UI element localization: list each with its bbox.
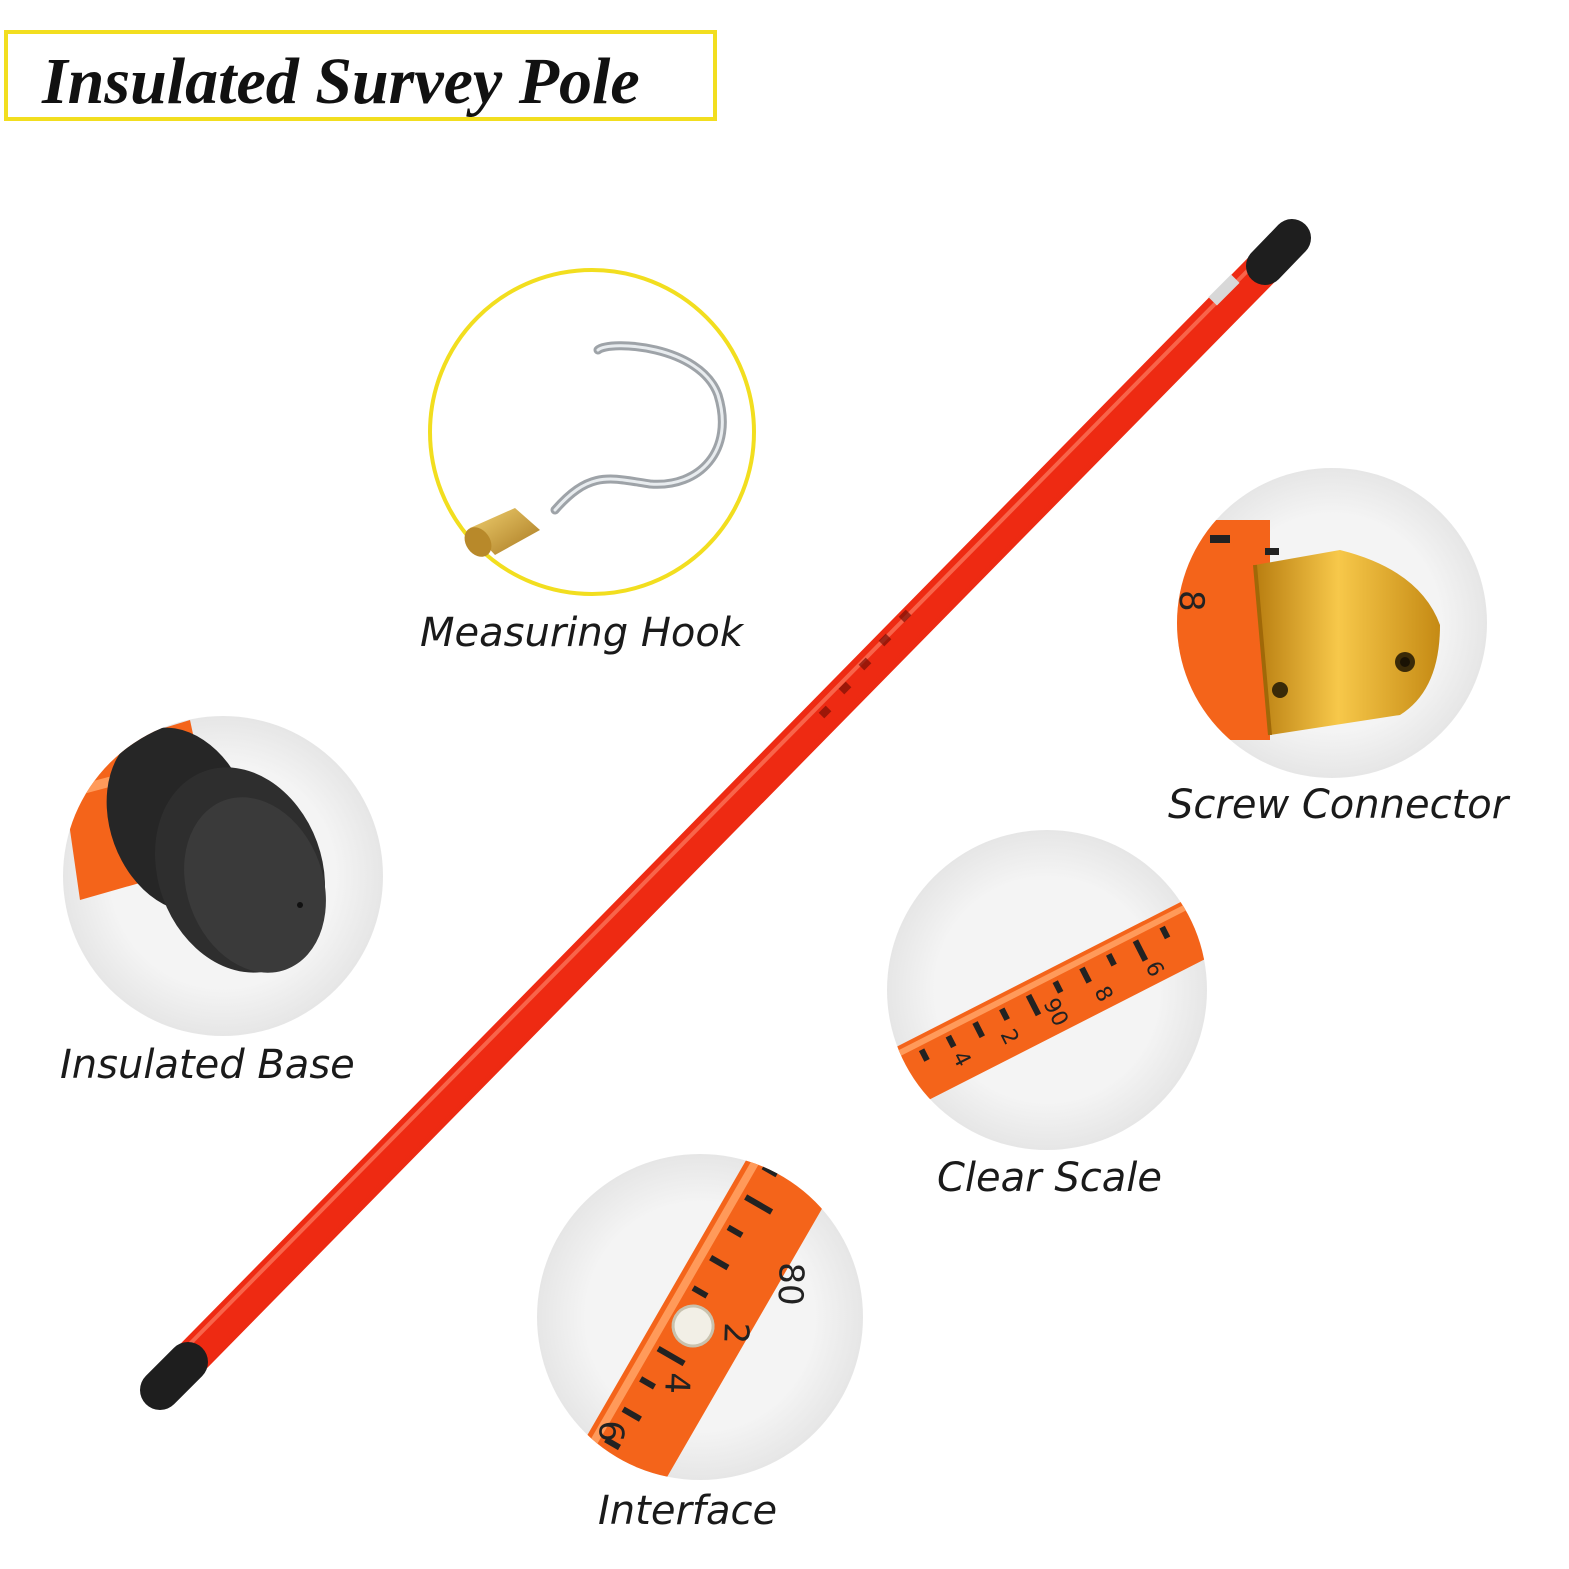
clear-scale-label: Clear Scale bbox=[937, 1155, 1162, 1201]
svg-text:8: 8 bbox=[1171, 590, 1211, 612]
interface-label: Interface bbox=[598, 1488, 778, 1534]
measuring-hook-callout bbox=[428, 268, 756, 596]
screw-connector-label: Screw Connector bbox=[1168, 782, 1509, 828]
interface-button-icon bbox=[671, 1304, 715, 1348]
brass-ferrule-icon bbox=[464, 508, 540, 557]
measuring-hook-label: Measuring Hook bbox=[420, 610, 744, 656]
gold-connector-icon bbox=[1253, 550, 1440, 736]
clear-scale-callout bbox=[887, 830, 1207, 1150]
pole-label-sticker bbox=[1208, 274, 1240, 306]
interface-callout bbox=[537, 1154, 863, 1480]
pole-top-cap bbox=[1246, 219, 1311, 285]
rubber-cap-icon bbox=[106, 727, 326, 973]
interface-tick-label: 80 bbox=[769, 1262, 810, 1307]
title-banner: Insulated Survey Pole bbox=[4, 30, 717, 121]
pole-bottom-cap bbox=[140, 1342, 208, 1410]
page-title: Insulated Survey Pole bbox=[42, 45, 640, 118]
survey-pole bbox=[140, 219, 1311, 1410]
pole-markings bbox=[818, 609, 912, 719]
interface-tick-label: 6 bbox=[590, 1420, 631, 1443]
screw-connector-callout: 8 bbox=[1171, 468, 1487, 778]
insulated-base-label: Insulated Base bbox=[60, 1042, 355, 1088]
interface-tick-label: 2 bbox=[715, 1322, 756, 1345]
interface-tick-label: 4 bbox=[656, 1372, 697, 1395]
insulated-base-callout bbox=[63, 716, 383, 1036]
